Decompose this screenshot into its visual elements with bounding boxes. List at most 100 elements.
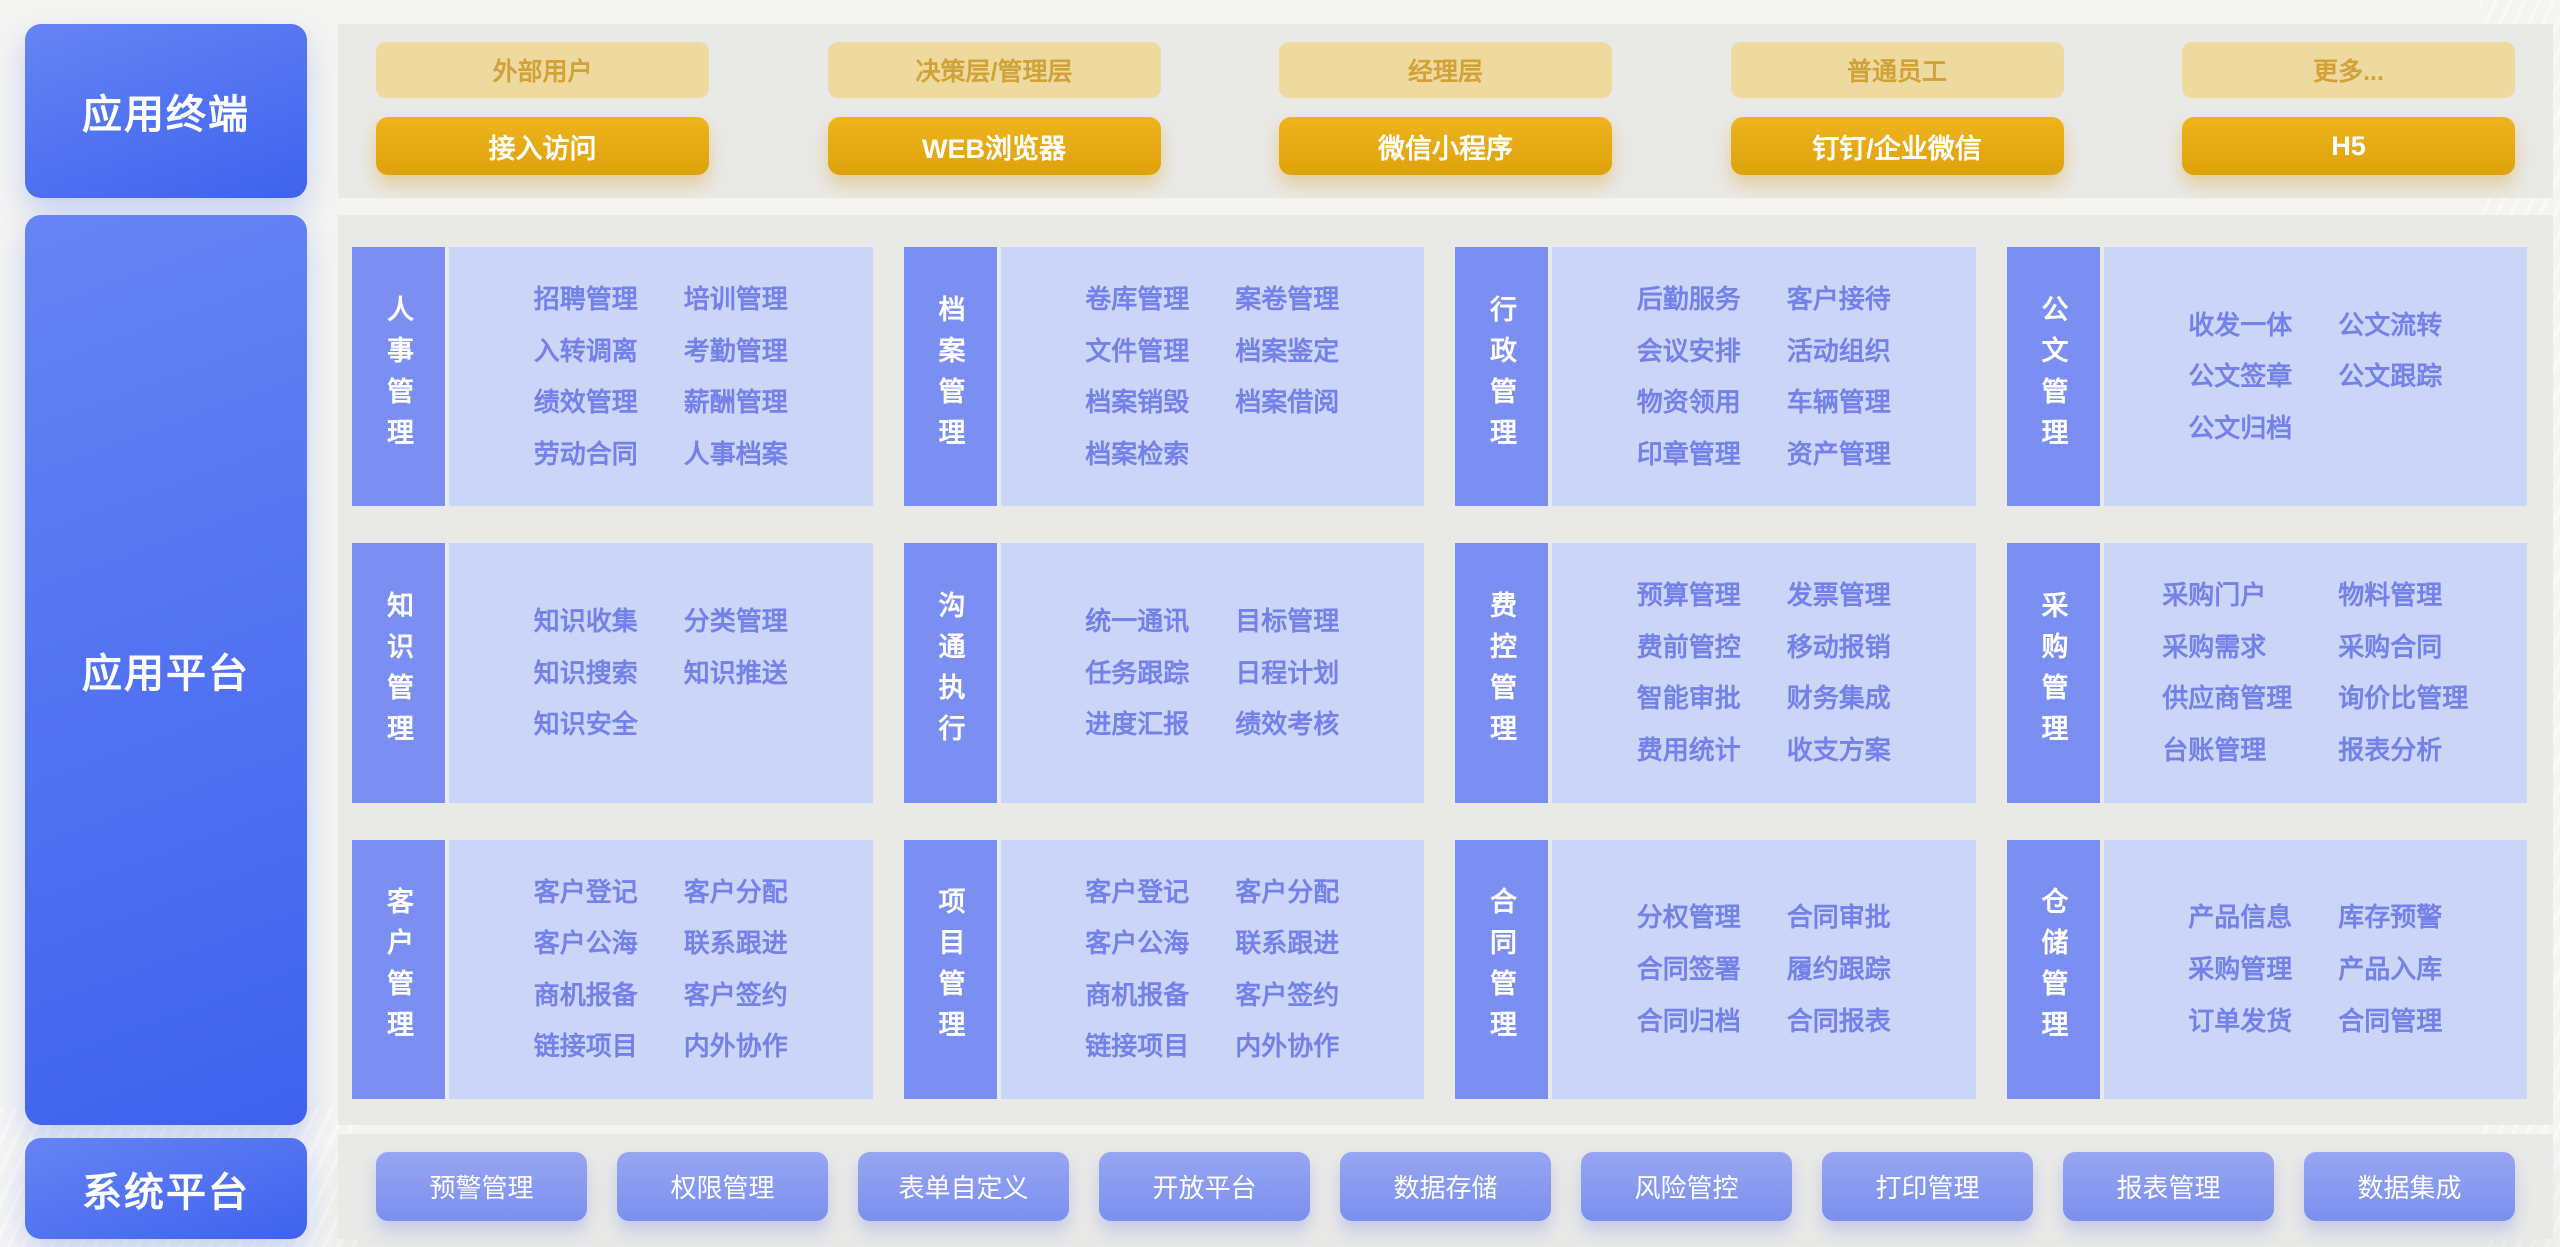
module-name-strip: 人事管理 (352, 247, 445, 507)
rail-app-terminal: 应用终端 (25, 24, 307, 198)
system-button: 数据集成 (2304, 1152, 2515, 1221)
module-card: 费控管理 预算管理费前管控智能审批费用统计 发票管理移动报销财务集成收支方案 (1455, 543, 1976, 803)
module-item: 链接项目 (1085, 1031, 1190, 1062)
module-item-column: 客户登记客户公海商机报备链接项目 (534, 878, 638, 1061)
module-item: 客户登记 (533, 876, 638, 907)
module-item: 链接项目 (533, 1031, 638, 1062)
module-card: 客户管理 客户登记客户公海商机报备链接项目 客户分配联系跟进客户签约内外协作 (352, 839, 873, 1099)
module-body: 产品信息采购管理订单发货 库存预警产品入库合同管理 (2103, 839, 2527, 1099)
module-item-column: 客户分配联系跟进客户签约内外协作 (684, 878, 788, 1061)
module-item: 联系跟进 (1235, 928, 1340, 959)
module-item: 分类管理 (683, 606, 788, 637)
system-button: 报表管理 (2063, 1152, 2274, 1221)
module-item: 联系跟进 (683, 928, 788, 959)
module-item: 客户分配 (683, 876, 788, 907)
module-item-column: 分权管理合同签署合同归档 (1637, 903, 1741, 1035)
module-item-column: 物料管理采购合同询价比管理报表分析 (2338, 581, 2468, 764)
module-body: 客户登记客户公海商机报备链接项目 客户分配联系跟进客户签约内外协作 (449, 839, 873, 1099)
module-item: 档案鉴定 (1235, 335, 1340, 366)
module-body: 分权管理合同签署合同归档 合同审批履约跟踪合同报表 (1552, 839, 1976, 1099)
module-item: 进度汇报 (1085, 709, 1190, 740)
module-item-column: 公文流转公文跟踪 (2338, 311, 2442, 443)
module-item-column: 预算管理费前管控智能审批费用统计 (1637, 581, 1741, 764)
module-item: 任务跟踪 (1085, 657, 1190, 688)
audience-label: 更多... (2182, 42, 2515, 98)
module-item-column: 库存预警产品入库合同管理 (2338, 903, 2442, 1035)
module-item: 询价比管理 (2338, 683, 2469, 714)
module-item-column: 卷库管理文件管理档案销毁档案检索 (1085, 285, 1189, 468)
module-item: 入转调离 (533, 335, 638, 366)
module-body: 卷库管理文件管理档案销毁档案检索 案卷管理档案鉴定档案借阅 (1000, 247, 1424, 507)
module-card: 行政管理 后勤服务会议安排物资领用印章管理 客户接待活动组织车辆管理资产管理 (1455, 247, 1976, 507)
module-item-columns: 分权管理合同签署合同归档 合同审批履约跟踪合同报表 (1637, 903, 1891, 1035)
module-item: 采购门户 (2162, 580, 2267, 611)
module-name-strip: 档案管理 (903, 247, 997, 507)
module-item: 印章管理 (1636, 438, 1741, 469)
module-item-column: 后勤服务会议安排物资领用印章管理 (1637, 285, 1741, 468)
module-card: 公文管理 收发一体公文签章公文归档 公文流转公文跟踪 (2006, 247, 2527, 507)
system-button: 表单自定义 (858, 1152, 1069, 1221)
module-name-strip: 费控管理 (1455, 543, 1548, 803)
module-item: 库存预警 (2338, 902, 2443, 933)
module-item: 采购合同 (2338, 631, 2443, 662)
module-body: 后勤服务会议安排物资领用印章管理 客户接待活动组织车辆管理资产管理 (1552, 247, 1976, 507)
module-item: 财务集成 (1786, 683, 1891, 714)
module-item: 内外协作 (683, 1031, 788, 1062)
module-item-columns: 卷库管理文件管理档案销毁档案检索 案卷管理档案鉴定档案借阅 (1085, 285, 1339, 468)
module-item-column: 知识收集知识搜索知识安全 (534, 607, 638, 739)
module-item: 卷库管理 (1085, 283, 1190, 314)
module-item: 培训管理 (683, 283, 788, 314)
module-item: 后勤服务 (1636, 283, 1741, 314)
module-item: 案卷管理 (1235, 283, 1340, 314)
module-item: 订单发货 (2188, 1005, 2293, 1036)
terminal-column: 经理层 微信小程序 (1279, 42, 1612, 198)
module-item: 薪酬管理 (683, 387, 788, 418)
module-name-strip: 沟通执行 (903, 543, 997, 803)
audience-label: 外部用户 (376, 42, 709, 98)
module-card: 项目管理 客户登记客户公海商机报备链接项目 客户分配联系跟进客户签约内外协作 (903, 839, 1424, 1099)
module-item-column: 采购门户采购需求供应商管理台账管理 (2162, 581, 2292, 764)
module-body: 收发一体公文签章公文归档 公文流转公文跟踪 (2103, 247, 2527, 507)
system-button: 权限管理 (617, 1152, 828, 1221)
module-item-column: 案卷管理档案鉴定档案借阅 (1235, 285, 1339, 468)
module-item: 采购管理 (2188, 954, 2293, 985)
module-item: 客户公海 (533, 928, 638, 959)
rail-app-platform: 应用平台 (25, 215, 307, 1125)
module-item-columns: 采购门户采购需求供应商管理台账管理 物料管理采购合同询价比管理报表分析 (2162, 581, 2468, 764)
terminal-column: 外部用户 接入访问 (376, 42, 709, 198)
module-item: 公文归档 (2188, 412, 2293, 443)
module-item: 知识搜索 (533, 657, 638, 688)
module-item: 合同报表 (1786, 1005, 1891, 1036)
module-item: 履约跟踪 (1786, 954, 1891, 985)
module-item: 供应商管理 (2162, 683, 2293, 714)
module-item: 知识推送 (683, 657, 788, 688)
module-card: 沟通执行 统一通讯任务跟踪进度汇报 目标管理日程计划绩效考核 (903, 543, 1424, 803)
module-item: 客户登记 (1085, 876, 1190, 907)
module-item-column: 目标管理日程计划绩效考核 (1235, 607, 1339, 739)
module-item: 内外协作 (1235, 1031, 1340, 1062)
module-item: 产品入库 (2338, 954, 2443, 985)
module-name-strip: 项目管理 (903, 839, 997, 1099)
module-item: 商机报备 (533, 979, 638, 1010)
module-name-strip: 公文管理 (2006, 247, 2100, 507)
audience-label: 普通员工 (1730, 42, 2064, 98)
module-item-column: 分类管理知识推送 (684, 607, 788, 739)
module-item: 分权管理 (1636, 902, 1741, 933)
module-item-column: 客户分配联系跟进客户签约内外协作 (1235, 878, 1339, 1061)
module-item: 绩效考核 (1235, 709, 1340, 740)
module-item-column: 客户登记客户公海商机报备链接项目 (1085, 878, 1189, 1061)
module-item-columns: 客户登记客户公海商机报备链接项目 客户分配联系跟进客户签约内外协作 (534, 878, 788, 1061)
module-item: 费用统计 (1636, 735, 1741, 766)
module-item: 智能审批 (1636, 683, 1741, 714)
system-button: 数据存储 (1340, 1152, 1551, 1221)
module-item: 报表分析 (2338, 735, 2443, 766)
module-body: 招聘管理入转调离绩效管理劳动合同 培训管理考勤管理薪酬管理人事档案 (449, 247, 873, 507)
module-item: 目标管理 (1235, 606, 1340, 637)
module-name-strip: 知识管理 (352, 543, 445, 803)
terminal-column: 更多... H5 (2182, 42, 2515, 198)
module-item-column: 收发一体公文签章公文归档 (2188, 311, 2292, 443)
module-item: 绩效管理 (533, 387, 638, 418)
module-item: 招聘管理 (533, 283, 638, 314)
module-item: 档案销毁 (1085, 387, 1190, 418)
